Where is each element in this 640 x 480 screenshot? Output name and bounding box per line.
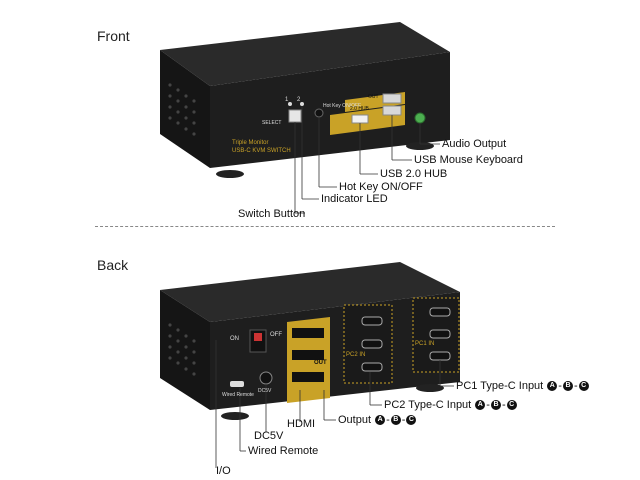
section-divider [95,226,555,227]
callout-pc1-input: PC1 Type-C Input A-B-C [456,380,590,392]
letter-b-icon: B [390,415,401,426]
front-out-label: OUT [368,94,379,100]
letter-a-icon: A [375,415,386,426]
callout-output-text: Output [338,414,372,426]
front-select-label: SELECT [262,120,282,126]
callout-pc2-input-text: PC2 Type-C Input [384,399,472,411]
letter-c-icon: C [506,400,517,411]
callout-pc2-input: PC2 Type-C Input A-B-C [384,399,518,411]
callout-usb-mouse-keyboard: USB Mouse Keyboard [414,154,523,166]
letter-a-icon: A [475,400,486,411]
letter-a-icon: A [547,381,558,392]
back-pc1-in-label: PC1 IN [415,341,435,347]
callout-output: Output A-B-C [338,414,417,426]
front-brand-line1: Triple Monitor [232,140,269,146]
back-dc5v-label: DC5V [258,388,272,394]
callout-hdmi: HDMI [287,418,316,430]
back-title: Back [97,257,129,273]
front-hotkey-label: Hot Key ON/OFF [323,103,362,109]
back-out-label: OUT [314,360,327,366]
front-led2-label: 2 [297,97,301,103]
front-hub-label: 2.0 HUB [350,106,369,112]
letter-c-icon: C [406,415,417,426]
front-led1-label: 1 [285,97,289,103]
callout-indicator-led: Indicator LED [321,193,388,205]
front-brand-line2: USB-C KVM SWITCH [232,148,291,154]
callout-io: I/O [216,465,231,477]
callout-pc1-input-text: PC1 Type-C Input [456,380,544,392]
letter-c-icon: C [578,381,589,392]
callout-hot-key: Hot Key ON/OFF [339,181,423,193]
callout-switch-button: Switch Button [238,208,306,220]
callout-audio-output: Audio Output [442,138,507,150]
back-wired-remote-label: Wired Remote [222,392,254,398]
front-device [160,22,450,214]
back-off-label: OFF [270,332,282,338]
letter-b-icon: B [490,400,501,411]
back-on-label: ON [230,336,239,342]
back-pc2-in-label: PC2 IN [346,352,366,358]
callout-dc5v: DC5V [254,430,284,442]
front-title: Front [97,28,130,44]
letter-b-icon: B [562,381,573,392]
callout-usb-hub: USB 2.0 HUB [380,168,448,180]
back-device [160,262,460,468]
callout-wired-remote: Wired Remote [248,445,319,457]
